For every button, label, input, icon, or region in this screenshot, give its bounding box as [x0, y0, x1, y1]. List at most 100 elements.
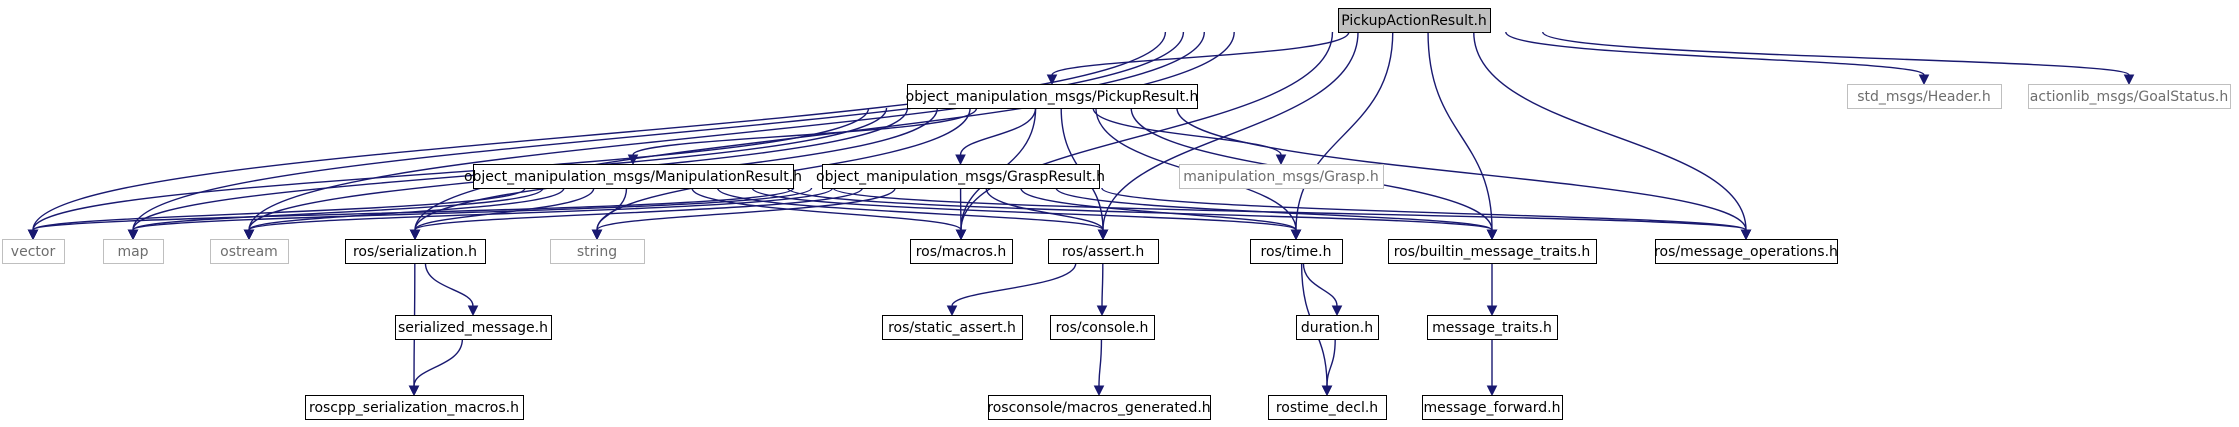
edge-pickup_result-to-grasp_result	[955, 107, 1037, 166]
node-label: object_manipulation_msgs/GraspResult.h	[816, 169, 1105, 185]
edge-grasp_result-to-ros_assert	[985, 187, 1109, 241]
node-box	[1296, 315, 1379, 340]
node-string: string	[550, 239, 645, 264]
node-box	[550, 239, 645, 264]
node-label: map	[117, 244, 148, 260]
node-duration[interactable]: duration.h	[1296, 315, 1379, 340]
node-ostream: ostream	[210, 239, 289, 264]
node-ros-console[interactable]: ros/console.h	[1050, 315, 1155, 340]
node-macros-generated[interactable]: rosconsole/macros_generated.h	[987, 395, 1211, 420]
edge-ros_time-to-duration	[1302, 262, 1343, 317]
node-label: vector	[11, 244, 56, 260]
edge-ros_console-to-macros_generated	[1093, 338, 1105, 397]
node-box	[103, 239, 164, 264]
node-box	[822, 164, 1100, 189]
node-box	[1179, 164, 1384, 189]
edge-pickup_action_result-to-goal_status	[1542, 31, 2135, 86]
node-box	[882, 315, 1023, 340]
node-label: serialized_message.h	[398, 320, 548, 336]
node-label: actionlib_msgs/GoalStatus.h	[2030, 89, 2228, 105]
node-static-assert[interactable]: ros/static_assert.h	[882, 315, 1023, 340]
node-builtin-traits[interactable]: ros/builtin_message_traits.h	[1388, 239, 1597, 264]
node-label: manipulation_msgs/Grasp.h	[1183, 169, 1379, 185]
node-box	[907, 84, 1198, 109]
node-label: ros/time.h	[1261, 244, 1332, 260]
node-grasp-result[interactable]: object_manipulation_msgs/GraspResult.h	[816, 164, 1105, 189]
node-manipulation-result[interactable]: object_manipulation_msgs/ManipulationRes…	[464, 164, 802, 189]
node-message-forward[interactable]: message_forward.h	[1422, 395, 1563, 420]
node-box	[1050, 315, 1155, 340]
node-box	[1388, 239, 1597, 264]
node-pickup-result[interactable]: object_manipulation_msgs/PickupResult.h	[906, 84, 1199, 109]
edge-ros_serialization-to-serialized_message	[424, 262, 479, 317]
node-box	[1847, 84, 2002, 109]
edge-pickup_action_result-to-pickup_result	[1046, 31, 1350, 86]
edge-pickup_result-to-grasp	[1092, 107, 1287, 166]
node-message-operations[interactable]: ros/message_operations.h	[1654, 239, 1838, 264]
node-label: PickupActionResult.h	[1341, 13, 1487, 29]
node-label: ros/macros.h	[916, 244, 1007, 260]
node-box	[910, 239, 1013, 264]
node-label: ros/builtin_message_traits.h	[1394, 244, 1591, 260]
node-std-header: std_msgs/Header.h	[1847, 84, 2002, 109]
node-label: message_traits.h	[1432, 320, 1552, 336]
node-box	[1422, 395, 1563, 420]
node-label: rosconsole/macros_generated.h	[987, 400, 1210, 416]
edge-duration-to-rostime_decl	[1321, 338, 1336, 397]
edge-pickup_action_result-to-std_header	[1505, 31, 1930, 86]
node-ros-macros[interactable]: ros/macros.h	[910, 239, 1013, 264]
edge-serialized_message-to-roscpp_serialization_macros	[408, 338, 464, 397]
edge-grasp_result-to-ros_time	[1020, 187, 1302, 241]
node-label: object_manipulation_msgs/PickupResult.h	[906, 89, 1199, 105]
node-box	[2, 239, 65, 264]
node-box	[1250, 239, 1343, 264]
node-box	[395, 315, 552, 340]
node-label: roscpp_serialization_macros.h	[309, 400, 519, 416]
node-label: rostime_decl.h	[1276, 400, 1378, 416]
node-vector: vector	[2, 239, 65, 264]
node-label: message_forward.h	[1424, 400, 1561, 416]
node-box	[2028, 84, 2231, 109]
node-box	[305, 395, 524, 420]
node-map: map	[103, 239, 164, 264]
edge-grasp_result-to-vector	[27, 187, 795, 241]
node-box	[1427, 315, 1558, 340]
edge-grasp_result-to-ostream	[243, 187, 834, 241]
node-label: ros/message_operations.h	[1654, 244, 1838, 260]
node-box	[1048, 239, 1159, 264]
node-label: std_msgs/Header.h	[1857, 89, 1991, 105]
node-label: ros/static_assert.h	[888, 320, 1016, 336]
node-roscpp-serialization-macros[interactable]: roscpp_serialization_macros.h	[305, 395, 524, 420]
edge-ros_assert-to-ros_console	[1096, 262, 1108, 317]
node-grasp: manipulation_msgs/Grasp.h	[1179, 164, 1384, 189]
node-label: duration.h	[1301, 320, 1373, 336]
node-label: string	[577, 244, 617, 260]
node-box	[345, 239, 486, 264]
node-rostime-decl[interactable]: rostime_decl.h	[1268, 395, 1387, 420]
node-box	[988, 395, 1211, 420]
edge-manipulation_result-to-builtin_traits	[786, 187, 1498, 241]
node-ros-assert[interactable]: ros/assert.h	[1048, 239, 1159, 264]
edge-builtin_traits-to-message_traits	[1486, 263, 1498, 317]
node-label: object_manipulation_msgs/ManipulationRes…	[464, 169, 802, 185]
edge-message_traits-to-message_forward	[1486, 339, 1498, 397]
node-pickup-action-result[interactable]: PickupActionResult.h	[1338, 8, 1491, 33]
node-box	[473, 164, 794, 189]
node-ros-time[interactable]: ros/time.h	[1250, 239, 1343, 264]
edge-grasp_result-to-string	[591, 187, 896, 241]
edge-grasp_result-to-ros_serialization	[409, 187, 864, 241]
edge-grasp_result-to-ros_macros	[955, 187, 967, 241]
edge-grasp_result-to-map	[127, 187, 813, 241]
node-box	[1338, 8, 1491, 33]
node-label: ros/assert.h	[1062, 244, 1144, 260]
node-ros-serialization[interactable]: ros/serialization.h	[345, 239, 486, 264]
node-label: ostream	[220, 244, 278, 260]
edge-ros_assert-to-static_assert	[946, 262, 1077, 317]
node-label: ros/console.h	[1056, 320, 1149, 336]
node-box	[1655, 239, 1838, 264]
edge-grasp_result-to-builtin_traits	[1055, 187, 1498, 241]
node-message-traits[interactable]: message_traits.h	[1427, 315, 1558, 340]
node-serialized-message[interactable]: serialized_message.h	[395, 315, 552, 340]
edge-pickup_action_result-to-builtin_traits	[1427, 31, 1498, 241]
